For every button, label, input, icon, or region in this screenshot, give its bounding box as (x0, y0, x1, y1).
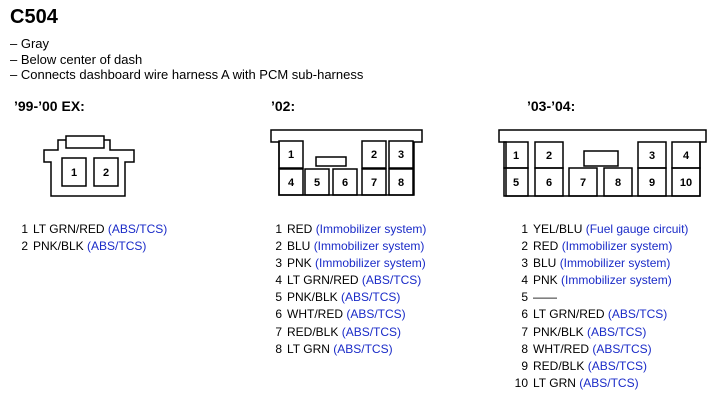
cavity-4 (278, 168, 304, 196)
note-location: – Below center of dash (10, 51, 143, 67)
cavity-2 (361, 140, 387, 169)
pin-label: 8 (398, 177, 404, 189)
connector-notes: – Gray – Below center of dash – Connects… (10, 36, 363, 83)
pin-label: 4 (683, 150, 690, 162)
connector-outline (270, 129, 423, 196)
cavity-2 (93, 157, 119, 187)
page-title: C504 (10, 6, 58, 28)
pin-label: 2 (103, 167, 109, 179)
pin-label: 10 (680, 177, 692, 189)
cavity-6 (332, 168, 358, 196)
key-slot (583, 150, 619, 167)
note-connection: – Connects dashboard wire harness A with… (10, 67, 364, 82)
pin-label: 8 (615, 177, 621, 189)
heading-03-04: ’03-’04: (527, 98, 576, 114)
pin-label: 1 (513, 150, 519, 162)
pin-label: 3 (649, 150, 655, 162)
pin-label: 4 (288, 177, 295, 189)
pin-label: 9 (649, 177, 655, 189)
cavity-5 (503, 167, 529, 197)
note-color: – Gray (10, 36, 50, 51)
heading-02: ’02: (271, 98, 296, 114)
pin-label: 7 (580, 177, 586, 189)
pin-label: 7 (371, 177, 377, 189)
connector-outline (43, 139, 135, 197)
cavity-5 (304, 168, 330, 196)
pin-label: 1 (288, 149, 294, 161)
cavity-8 (603, 167, 633, 197)
cavity-10 (671, 167, 701, 197)
cavity-9 (637, 167, 667, 197)
pin-row: 5—— (521, 290, 557, 305)
cavity-3 (388, 140, 414, 169)
pin-label: 5 (314, 177, 320, 189)
pin-label: 3 (398, 149, 404, 161)
cavity-7 (568, 167, 598, 197)
cavity-1 (61, 157, 87, 187)
cavity-7 (361, 168, 387, 196)
cavity-6 (534, 167, 564, 197)
pin-label: 2 (546, 150, 552, 162)
heading-99-00-ex: ’99-’00 EX: (14, 98, 85, 114)
key-slot (315, 156, 347, 167)
pin-label: 1 (71, 167, 77, 179)
pin-label: 6 (342, 177, 348, 189)
lock-tab (65, 135, 105, 149)
connector-outline (498, 129, 707, 197)
cavity-8 (388, 168, 414, 196)
pin-label: 6 (546, 177, 552, 189)
pin-label: 2 (371, 149, 377, 161)
cavity-1 (278, 140, 304, 169)
pin-label: 5 (513, 177, 519, 189)
